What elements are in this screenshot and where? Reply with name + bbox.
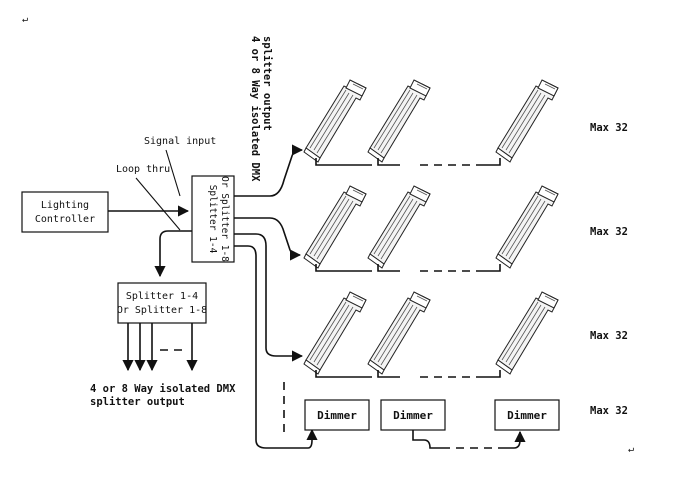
splitter-output-top-label-1: 4 or 8 Way isolated DMX — [249, 36, 261, 182]
dimmer-box — [380, 399, 446, 431]
lighting-controller: Lighting Controller — [21, 191, 109, 233]
max-label-row-4: Max 32 — [590, 405, 628, 417]
return-mark-bottom: ↵ — [628, 444, 634, 455]
secondary-splitter: Splitter 1-4 Or Splitter 1-8 — [117, 282, 207, 324]
dimmer-box — [304, 399, 370, 431]
fixture-icon — [495, 291, 559, 375]
main-splitter: Splitter 1-4 Or Splitter 1-8 — [191, 175, 235, 263]
fixture-icon — [303, 291, 367, 375]
secondary-splitter-label-2: Or Splitter 1-8 — [117, 305, 207, 316]
fixture-row-2: Max 32 — [303, 185, 628, 272]
fixture-icon — [303, 79, 367, 163]
fixture-icon — [495, 79, 559, 163]
fixture-icon — [367, 79, 431, 163]
signal-input-pointer — [165, 149, 181, 197]
main-splitter-outputs — [234, 144, 318, 449]
signal-input-label: Signal input — [144, 136, 216, 147]
splitter-output-bottom-label-2: splitter output — [90, 396, 185, 408]
splitter-output-bottom-label-1: 4 or 8 Way isolated DMX — [90, 383, 236, 395]
main-splitter-label-1: Splitter 1-4 — [207, 185, 218, 254]
return-mark-top: ↵ — [22, 14, 28, 25]
dimmer-label-1: Dimmer — [317, 409, 357, 422]
fixture-icon — [303, 185, 367, 269]
loop-thru-line — [154, 230, 192, 278]
fixture-row-3: Max 32 — [303, 291, 628, 378]
splitter-output-top-label-2: splitter output — [261, 36, 273, 131]
fixture-icon — [495, 185, 559, 269]
dimmer-label-2: Dimmer — [393, 409, 433, 422]
fixture-row-1: Max 32 — [303, 79, 628, 166]
fixture-icon — [367, 291, 431, 375]
max-label-row-2: Max 32 — [590, 226, 628, 238]
max-label-row-1: Max 32 — [590, 122, 628, 134]
main-splitter-label-2: Or Splitter 1-8 — [219, 176, 230, 262]
secondary-splitter-label-1: Splitter 1-4 — [126, 291, 198, 302]
max-label-row-3: Max 32 — [590, 330, 628, 342]
loop-thru-label: Loop thru — [116, 164, 170, 175]
lighting-controller-label-2: Controller — [35, 214, 95, 225]
lighting-controller-label-1: Lighting — [41, 200, 89, 211]
loop-thru-pointer — [135, 177, 181, 231]
dimmer-row: Dimmer Dimmer Dimmer Max 32 — [304, 399, 628, 449]
dimmer-box — [494, 399, 560, 431]
fixture-icon — [367, 185, 431, 269]
dimmer-label-3: Dimmer — [507, 409, 547, 422]
secondary-splitter-outputs — [122, 323, 198, 372]
